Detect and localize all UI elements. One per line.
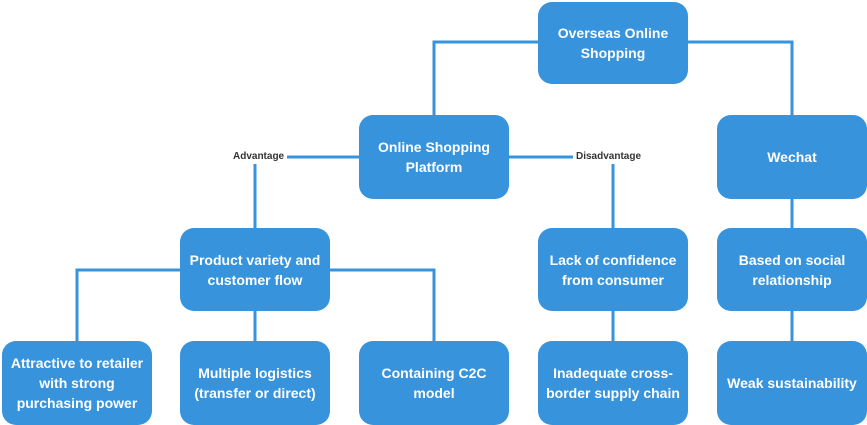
node-multiple-logistics: Multiple logistics (transfer or direct) [180, 341, 330, 425]
connector-platform-disadvantage [509, 155, 615, 228]
node-social-relationship: Based on social relationship [717, 228, 867, 311]
node-supply-chain: Inadequate cross-border supply chain [538, 341, 688, 425]
node-online-shopping-platform: Online Shopping Platform [359, 115, 509, 199]
node-attractive-retailer: Attractive to retailer with strong purch… [2, 341, 152, 425]
connector-platform-advantage [253, 155, 359, 228]
node-product-variety: Product variety and customer flow [180, 228, 330, 311]
node-wechat: Wechat [717, 115, 867, 199]
edge-label-disadvantage: Disadvantage [573, 150, 645, 164]
node-weak-sustainability: Weak sustainability [717, 341, 867, 425]
node-lack-of-confidence: Lack of confidence from consumer [538, 228, 688, 311]
node-c2c-model: Containing C2C model [359, 341, 509, 425]
edge-label-advantage: Advantage [230, 150, 288, 164]
connector-root-platform [432, 40, 538, 115]
connector-product-attractive [75, 268, 180, 341]
connector-root-wechat [688, 40, 794, 115]
connector-product-c2c [330, 268, 436, 341]
node-overseas-online-shopping: Overseas Online Shopping [538, 2, 688, 84]
